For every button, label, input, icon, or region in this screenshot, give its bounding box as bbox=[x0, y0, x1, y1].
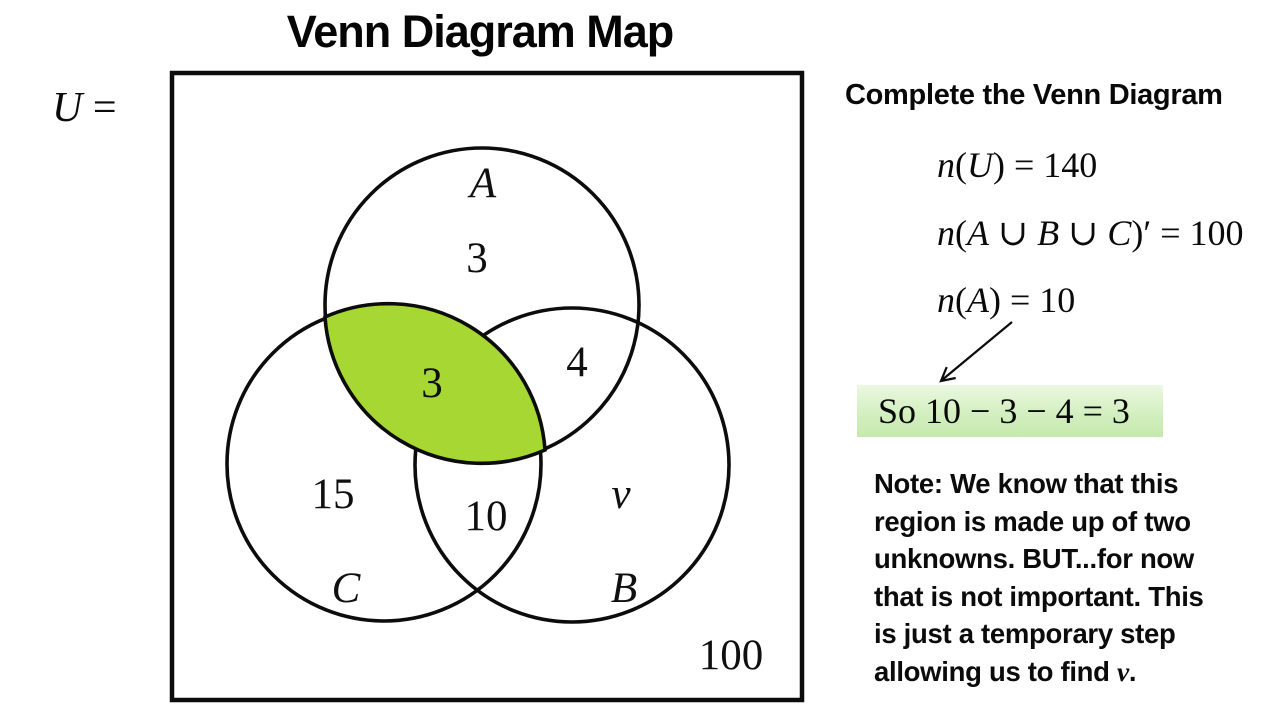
value-b-unknown: v bbox=[611, 471, 631, 518]
note-line: Note: We know that this bbox=[874, 468, 1179, 499]
note-line: unknowns. BUT...for now bbox=[874, 543, 1195, 574]
label-set-c: C bbox=[332, 565, 362, 612]
value-ab-only: 4 bbox=[566, 339, 588, 386]
panel-heading: Complete the Venn Diagram bbox=[845, 79, 1223, 111]
value-a-only: 3 bbox=[466, 235, 488, 282]
pointer-arrow bbox=[939, 321, 1013, 383]
equation-n-of-union-complement: n(A ∪ B ∪ C)′ = 100 bbox=[937, 213, 1244, 253]
ac-lens-highlight bbox=[323, 301, 547, 466]
equation-n-of-u: n(U) = 140 bbox=[937, 145, 1098, 185]
value-bc-only: 10 bbox=[465, 493, 508, 540]
note-line: is just a temporary step bbox=[874, 618, 1176, 649]
note-line: region is made up of two bbox=[874, 505, 1191, 537]
value-c-only: 15 bbox=[312, 471, 355, 518]
circle-b-outline bbox=[413, 306, 731, 624]
note-line: allowing us to find v. bbox=[874, 655, 1137, 687]
label-set-b: B bbox=[611, 565, 637, 612]
note-line: that is not important. This bbox=[874, 580, 1204, 612]
conclusion-highlight-box: So 10 − 3 − 4 = 3 bbox=[857, 385, 1163, 437]
equation-n-of-a: n(A) = 10 bbox=[937, 280, 1076, 320]
conclusion-text: So 10 − 3 − 4 = 3 bbox=[878, 391, 1130, 431]
label-set-a: A bbox=[467, 160, 497, 207]
value-ac-lens: 3 bbox=[421, 360, 443, 407]
universe-label: U = bbox=[52, 85, 117, 131]
value-outside: 100 bbox=[699, 632, 764, 679]
universe-rect bbox=[169, 70, 805, 703]
page-title: Venn Diagram Map bbox=[286, 6, 675, 57]
note-block: Note: We know that this region is made u… bbox=[874, 465, 1264, 690]
